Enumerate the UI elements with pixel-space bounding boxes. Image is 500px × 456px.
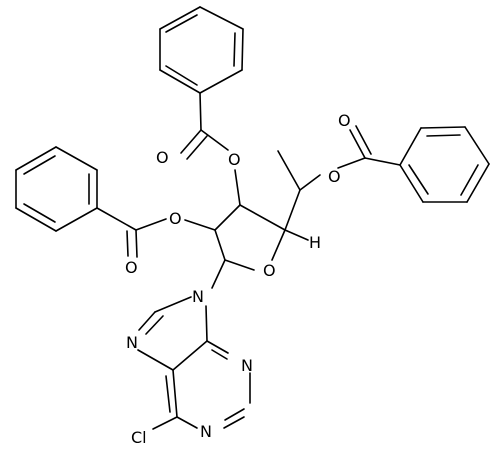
ring-oxygen-label: O [263,261,276,280]
purine-n9-label: N [192,287,204,306]
atom-labels: O H O O O O O O N N N N Cl [125,111,351,447]
c3-carbonyl-oxygen-label: O [156,148,169,167]
bond-lines [15,6,490,430]
purine-n3-label: N [241,356,253,375]
chlorine-label: Cl [131,428,147,447]
purine-n7-label: N [126,333,138,352]
hydrogen-label: H [309,233,321,252]
side-chain-ester-oxygen-label: O [328,167,341,186]
c2-ester-oxygen-label: O [169,209,182,228]
purine-n1-label: N [200,422,212,441]
c2-carbonyl-oxygen-label: O [125,258,138,277]
c3-ester-oxygen-label: O [228,150,241,169]
side-chain-carbonyl-oxygen-label: O [338,111,351,130]
